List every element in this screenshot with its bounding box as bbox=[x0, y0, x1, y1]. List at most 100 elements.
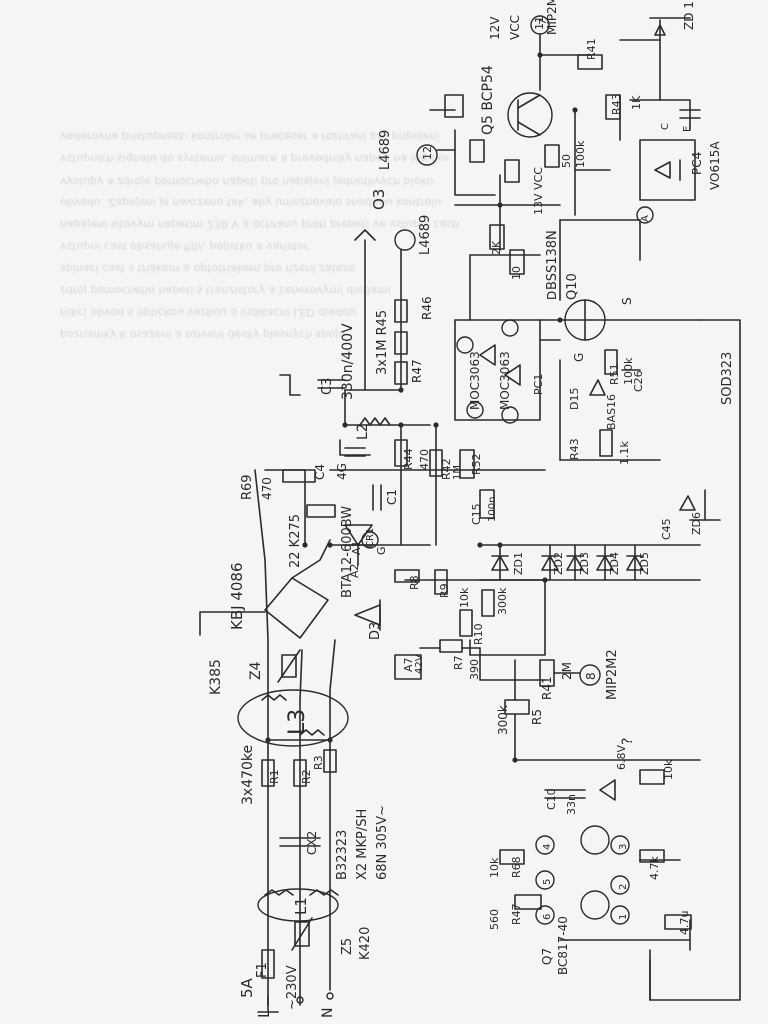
r-300k-label: 300k bbox=[496, 587, 509, 615]
r47-label: R47 bbox=[410, 359, 424, 383]
r47b-label: R47 bbox=[510, 903, 523, 925]
pin-circle-1 bbox=[456, 336, 474, 354]
q7-part-label: BC817-40 bbox=[556, 916, 570, 975]
vo615a-label: VO615A bbox=[708, 141, 722, 190]
c10-label: C10 bbox=[545, 788, 558, 810]
triac-a1-label: A1 bbox=[350, 540, 363, 555]
node-5-label: 5 bbox=[542, 878, 553, 885]
cx2-ref-label: CX2 bbox=[305, 830, 319, 855]
triac-cr1-mark bbox=[361, 531, 379, 549]
resistor-r-top-b bbox=[504, 159, 520, 183]
z4-part-label: K385 bbox=[208, 659, 224, 695]
pin8-label: 8 bbox=[584, 672, 598, 680]
mosfet-g-label: G bbox=[572, 352, 586, 362]
terminal-pin12 bbox=[416, 144, 438, 166]
vcc-12v-label: 12V bbox=[488, 16, 502, 40]
q7-label: Q7 bbox=[540, 947, 554, 965]
question-mark-label: ? bbox=[620, 737, 636, 745]
mains-ac-label: ~230V bbox=[285, 965, 300, 1010]
optotriac-moc3063 bbox=[454, 319, 541, 421]
r8-label: R8 bbox=[408, 575, 421, 590]
vcc-label: VCC bbox=[508, 15, 522, 40]
r7-label: R7 bbox=[452, 655, 465, 670]
r41-top-label: R41 bbox=[585, 38, 598, 60]
moc3063-label-b: MOC3063 bbox=[498, 351, 512, 410]
q10-label: Q10 bbox=[565, 273, 580, 300]
sod323-label: SOD323 bbox=[720, 351, 735, 405]
r47b-val-label: 560 bbox=[488, 909, 501, 930]
cap-c4-val-label: 4G bbox=[335, 463, 349, 480]
zd6-label: ZD6 bbox=[690, 511, 703, 535]
mains-n-terminal bbox=[326, 992, 334, 1000]
label-box-a7 bbox=[394, 654, 422, 680]
mains-n-label: N bbox=[320, 1007, 336, 1018]
choke-l1-winding-a bbox=[264, 889, 294, 896]
r10k-right-label: 10k bbox=[662, 759, 675, 780]
pc4-label: PC4 bbox=[690, 151, 704, 175]
junction-dot bbox=[327, 542, 333, 548]
c15-val-label: 100n bbox=[487, 496, 498, 522]
resistor-r1 bbox=[261, 759, 275, 787]
resistor-r52 bbox=[459, 449, 475, 479]
zd1-label: ZD1 bbox=[512, 551, 525, 575]
node-3 bbox=[610, 835, 630, 855]
mosfet-d-label: D bbox=[545, 290, 559, 300]
z5-part-label: K420 bbox=[358, 926, 373, 960]
cap-c4-label: C4 bbox=[313, 463, 327, 480]
junction-dot bbox=[477, 542, 483, 548]
node-6-label: 6 bbox=[542, 913, 553, 920]
bridge-wire-top bbox=[291, 539, 331, 579]
r-10-label: 10 bbox=[510, 266, 523, 280]
resistor-2k bbox=[489, 224, 505, 250]
junction-dot bbox=[398, 387, 404, 393]
o3-label: O3 bbox=[370, 188, 388, 210]
r10-val-label: 10k bbox=[458, 587, 471, 608]
varistor-z5 bbox=[294, 921, 310, 947]
relay-mark bbox=[444, 94, 464, 118]
cap-c4-wire bbox=[339, 439, 371, 456]
r46-label: R46 bbox=[420, 296, 434, 320]
node-6 bbox=[535, 905, 555, 925]
r50-label: 50 bbox=[560, 154, 573, 168]
resistor-r2 bbox=[293, 759, 307, 787]
pin-circle-2 bbox=[501, 319, 519, 337]
terminal-o3 bbox=[394, 229, 416, 251]
diode-d15 bbox=[589, 379, 606, 396]
pin-e-label: E bbox=[682, 125, 693, 132]
resistor-10 bbox=[509, 249, 525, 275]
a7-val-label: 42V bbox=[414, 654, 425, 674]
pc1-label: PC1 bbox=[532, 373, 545, 395]
zener-zd6 bbox=[679, 495, 696, 511]
fuse-ref-label: F1 bbox=[255, 962, 270, 978]
r68-val-label: 10k bbox=[488, 857, 501, 878]
resistor-47k bbox=[639, 849, 665, 863]
transistor-q5-emitter bbox=[517, 121, 541, 136]
l1-ref-label: L1 bbox=[292, 897, 310, 915]
r1-label: R1 bbox=[268, 769, 281, 784]
choke-l3-winding-b bbox=[299, 729, 325, 736]
choke-l1-winding-b bbox=[309, 889, 339, 896]
mains-l-label: L bbox=[255, 1009, 273, 1018]
choke-l3-outline bbox=[237, 689, 349, 747]
resistor-r50 bbox=[544, 144, 560, 168]
resistor-r9 bbox=[434, 569, 448, 595]
r3-label: R3 bbox=[312, 755, 325, 770]
r10-label: R10 bbox=[472, 623, 485, 645]
junction-dot bbox=[557, 317, 563, 323]
resistor-r8 bbox=[394, 569, 420, 583]
node-4-label: 4 bbox=[542, 843, 553, 850]
zd11-label: ZD 11 bbox=[682, 0, 696, 30]
r41-val-label: 2M bbox=[560, 662, 574, 680]
triac-a2-label: A2 bbox=[348, 563, 361, 578]
r5-val-label: 300k bbox=[496, 705, 510, 735]
cap-47u bbox=[664, 914, 692, 930]
pin-circle-3 bbox=[501, 406, 519, 424]
fuse-rating-label: 5A bbox=[238, 978, 256, 998]
node-5 bbox=[535, 870, 555, 890]
r43-top-val-label: 1K bbox=[630, 95, 643, 110]
c45-label: C45 bbox=[660, 518, 673, 540]
resistor-r10 bbox=[459, 609, 473, 637]
cx2-part-label: B32323 bbox=[335, 829, 350, 880]
zener-6v8 bbox=[599, 779, 616, 801]
terminal-a bbox=[636, 206, 654, 224]
